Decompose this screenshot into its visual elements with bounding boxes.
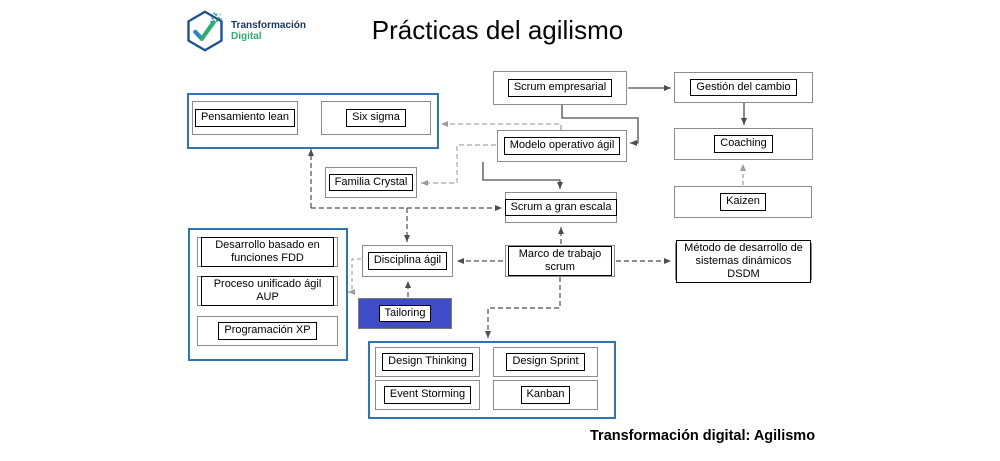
node-scrum-a-gran-escala: Scrum a gran escala [504, 192, 618, 223]
node-aup: Proceso unificado ágil AUP [197, 275, 338, 307]
node-kaizen: Kaizen [674, 186, 812, 218]
connector-marco-designgroup [485, 277, 561, 338]
node-familia-crystal: Familia Crystal [325, 167, 417, 198]
node-fdd: Desarrollo basado en funciones FDD [197, 236, 338, 268]
node-event-storming: Event Storming [375, 380, 480, 410]
hexagon-check-icon [187, 10, 223, 52]
logo: Transformación Digital [183, 9, 306, 53]
node-dsdm: Método de desarrollo de sistemas dinámic… [675, 239, 812, 284]
node-programacion-xp: Programación XP [197, 316, 338, 346]
node-design-sprint: Design Sprint [493, 347, 598, 377]
node-gestion-del-cambio: Gestión del cambio [674, 72, 813, 103]
node-coaching: Coaching [674, 128, 813, 160]
node-modelo-operativo-agil: Modelo operativo ágil [497, 130, 627, 162]
page-title: Prácticas del agilismo [371, 15, 624, 45]
logo-line2: Digital [231, 31, 262, 42]
connector-modelo-scrumgranescala [482, 162, 563, 189]
node-scrum-empresarial: Scrum empresarial [493, 71, 627, 105]
pixel-dots [210, 12, 223, 23]
node-pensamiento-lean: Pensamiento lean [192, 101, 298, 135]
node-kanban: Kanban [493, 380, 598, 410]
node-tailoring: Tailoring [358, 298, 452, 329]
node-six-sigma: Six sigma [321, 101, 431, 135]
node-disciplina-agil: Disciplina ágil [362, 245, 453, 277]
connector-disciplina-fddgroup [348, 258, 361, 295]
connector-modelo-familiacrystal [421, 144, 496, 186]
logo-line1: Transformación [231, 19, 307, 31]
logo-wordmark: Transformación Digital [231, 20, 306, 43]
node-design-thinking: Design Thinking [375, 347, 480, 377]
footer-caption: Transformación digital: Agilismo [590, 428, 816, 444]
node-marco-de-trabajo-scrum: Marco de trabajo scrum [505, 245, 615, 277]
